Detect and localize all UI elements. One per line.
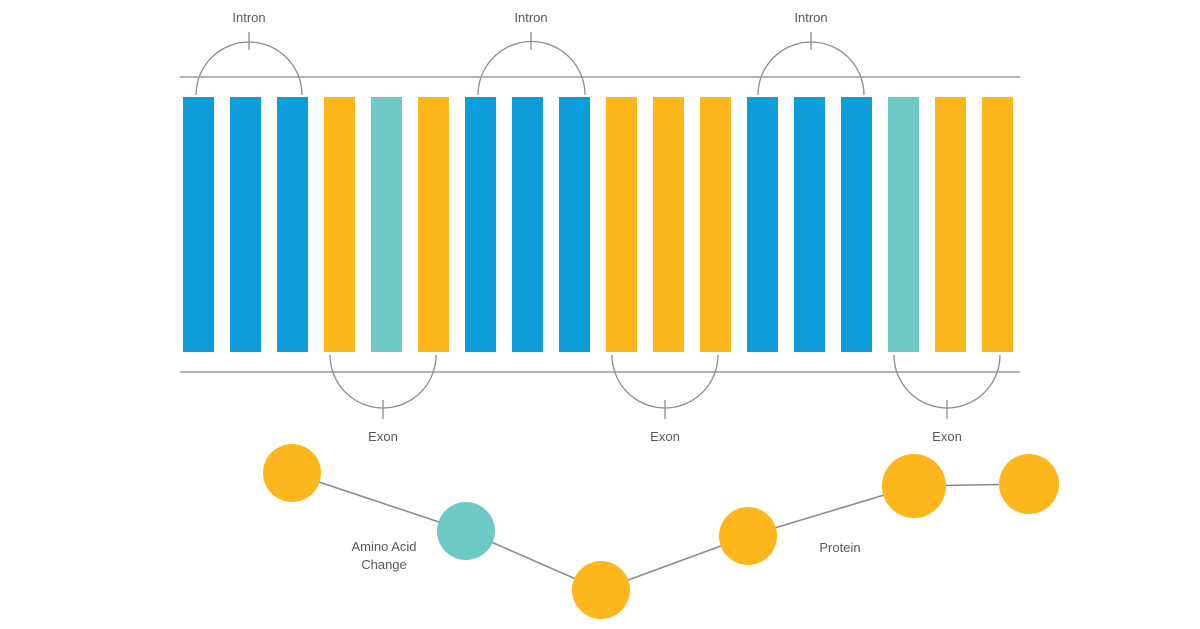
exon-label-2: Exon [650,429,680,444]
intron-marker-3: Intron [757,10,865,96]
gene-segment-1[interactable] [183,97,214,352]
amino-acid-node-1[interactable] [263,444,321,502]
protein-chain-nodes [263,444,1059,619]
amino-acid-node-6[interactable] [999,454,1059,514]
exon-markers-group: Exon Exon Exon [329,354,1001,444]
gene-segment-12[interactable] [700,97,731,352]
amino-acid-change-label-line1: Amino Acid [351,539,416,554]
gene-segment-bars [183,97,1013,352]
gene-segment-2[interactable] [230,97,261,352]
chain-link-1-2 [291,472,467,532]
gene-segment-18[interactable] [982,97,1013,352]
gene-segment-10[interactable] [606,97,637,352]
exon-label-3: Exon [932,429,962,444]
protein-labels-group: Amino Acid Change Protein [351,539,860,572]
exon-label-1: Exon [368,429,398,444]
intron-markers-group: Intron Intron Intron [195,10,865,96]
protein-label: Protein [819,540,860,555]
intron-label-2: Intron [514,10,547,25]
gene-segment-7[interactable] [465,97,496,352]
exon-marker-2: Exon [611,354,719,444]
amino-acid-node-5[interactable] [882,454,946,518]
intron-label-3: Intron [794,10,827,25]
gene-segment-11[interactable] [653,97,684,352]
intron-marker-2: Intron [477,10,586,96]
gene-segment-15[interactable] [841,97,872,352]
gene-segment-3[interactable] [277,97,308,352]
exon-marker-1: Exon [329,354,437,444]
gene-segment-5[interactable] [371,97,402,352]
gene-segment-17[interactable] [935,97,966,352]
gene-segment-16[interactable] [888,97,919,352]
exon-marker-3: Exon [893,354,1001,444]
amino-acid-node-3[interactable] [572,561,630,619]
amino-acid-node-4[interactable] [719,507,777,565]
amino-acid-node-change[interactable] [437,502,495,560]
intron-label-1: Intron [232,10,265,25]
amino-acid-change-label-line2: Change [361,557,407,572]
gene-segment-6[interactable] [418,97,449,352]
gene-segment-4[interactable] [324,97,355,352]
gene-segment-14[interactable] [794,97,825,352]
gene-segment-9[interactable] [559,97,590,352]
intron-marker-1: Intron [195,10,303,96]
gene-segment-13[interactable] [747,97,778,352]
gene-segment-8[interactable] [512,97,543,352]
